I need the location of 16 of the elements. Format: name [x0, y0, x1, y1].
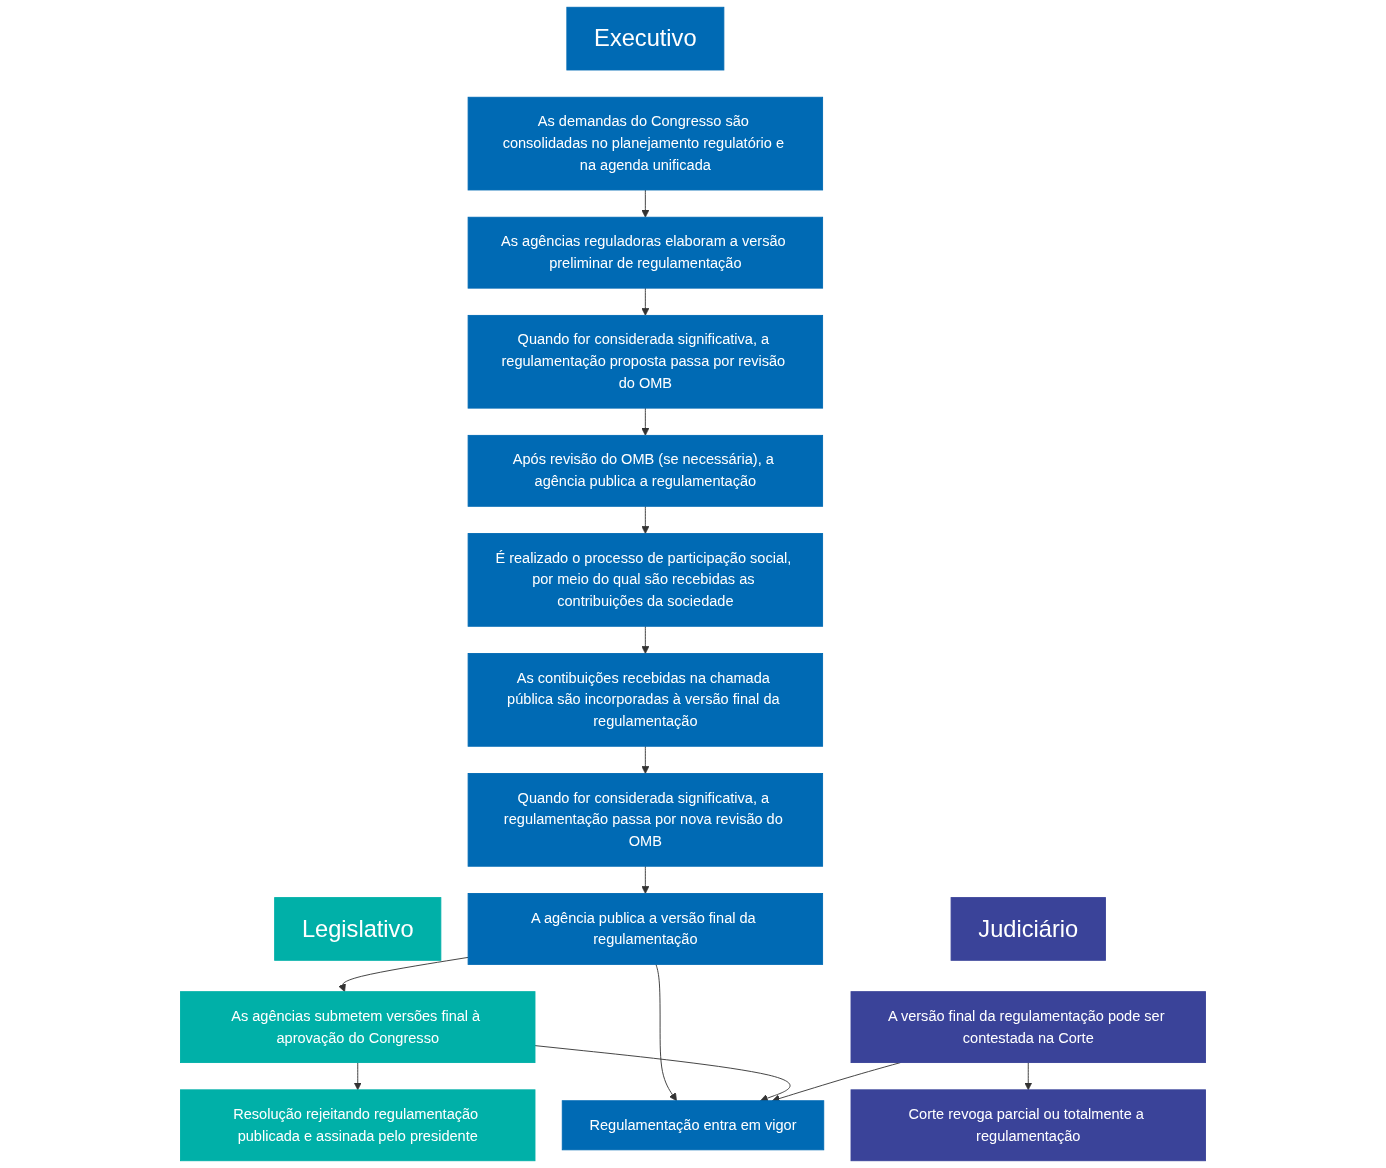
node-box: As demandas do Congresso são consolidadas no planejamento regulatório e na agenda unificada	[467, 96, 824, 191]
node-box: Regulamentação entra em vigor	[561, 1100, 825, 1151]
node-box: As contibuições recebidas na chamada pública são incorporadas à versão final da regulamentação	[467, 653, 824, 747]
node-box: Legislativo	[274, 897, 442, 961]
node-box: Resolução rejeitando regulamentação publicada e assinada pelo presidente	[180, 1089, 536, 1162]
node-box: Executivo	[566, 6, 725, 71]
node-box: Judiciário	[950, 897, 1106, 961]
node-box: Após revisão do OMB (se necessária), a agência publica a regulamentação	[467, 434, 824, 507]
node-box: Corte revoga parcial ou totalmente a regulamentação	[850, 1089, 1206, 1162]
node-box: É realizado o processo de participação social, por meio do qual são recebidas as contribuições da sociedade	[467, 533, 824, 627]
node-box: A versão final da regulamentação pode ser contestada na Corte	[850, 991, 1206, 1063]
node-box: A agência publica a versão final da regulamentação	[467, 893, 824, 965]
node-box: As agências submetem versões final à aprovação do Congresso	[180, 991, 536, 1063]
node-box: Quando for considerada significativa, a regulamentação proposta passa por revisão do OMB	[467, 314, 824, 409]
node-box: Quando for considerada significativa, a regulamentação passa por nova revisão do OMB	[467, 773, 824, 867]
node-box: As agências reguladoras elaboram a versão preliminar de regulamentação	[467, 216, 824, 289]
